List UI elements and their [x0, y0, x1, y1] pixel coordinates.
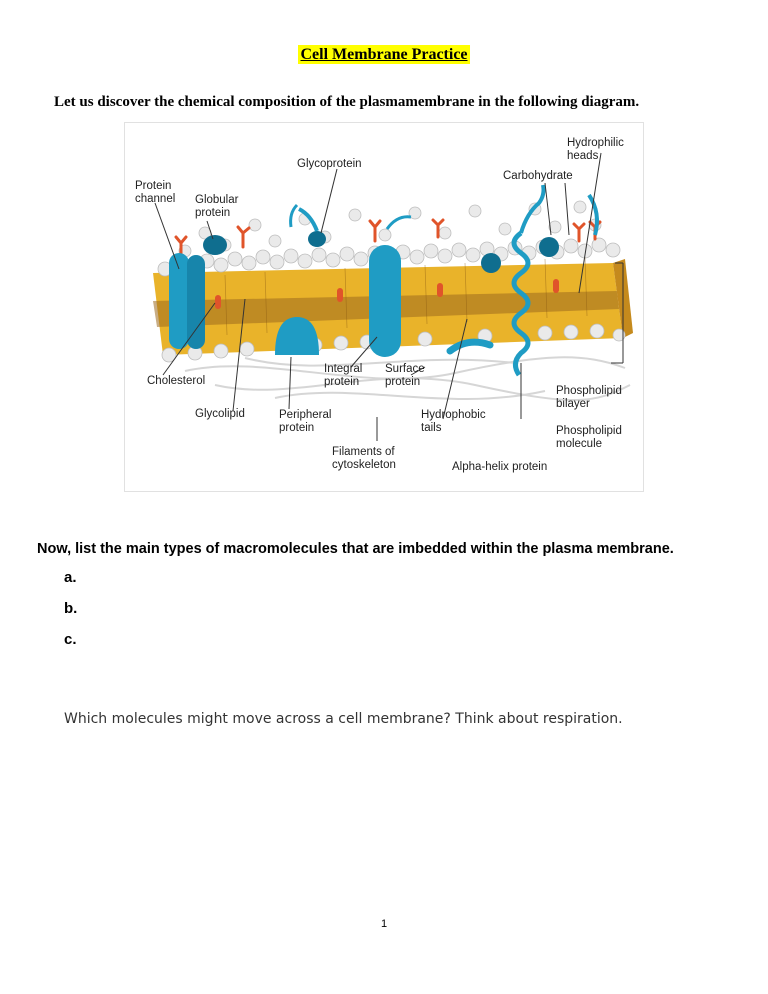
- label-protein-channel: Protein channel: [135, 180, 176, 205]
- cytoskeleton-filaments: [184, 356, 631, 402]
- label-leader-lines: [154, 152, 624, 441]
- label-cholesterol: Cholesterol: [147, 375, 206, 387]
- label-phospholipid-bilayer: Phospholipid bilayer: [556, 385, 622, 410]
- membrane-illustration: [153, 152, 633, 441]
- answer-label-a: a.: [64, 569, 77, 586]
- title-block: Cell Membrane Practice: [0, 45, 768, 64]
- label-carbohydrate: Carbohydrate: [503, 170, 573, 182]
- question-respiration: Which molecules might move across a cell…: [64, 711, 623, 727]
- label-phospholipid-molecule: Phospholipid molecule: [556, 425, 622, 450]
- label-hydrophobic-tails: Hydrophobic tails: [421, 409, 486, 434]
- answer-label-b: b.: [64, 600, 78, 617]
- label-integral-protein: Integral protein: [324, 363, 363, 388]
- label-surface-protein: Surface protein: [385, 363, 425, 388]
- glycolipid-shapes: [174, 218, 602, 257]
- answer-label-c: c.: [64, 631, 77, 648]
- label-glycolipid: Glycolipid: [195, 408, 245, 420]
- label-hydrophilic-heads: Hydrophilic heads: [567, 137, 624, 162]
- page-title: Cell Membrane Practice: [298, 45, 470, 64]
- label-filaments-of-cytoskeleton: Filaments of cytoskeleton: [332, 446, 396, 471]
- question-macromolecules: Now, list the main types of macromolecul…: [37, 541, 674, 557]
- cell-membrane-diagram: Hydrophilic heads Glycoprotein Carbohydr…: [124, 122, 644, 492]
- intro-text: Let us discover the chemical composition…: [54, 94, 640, 110]
- label-alpha-helix-protein: Alpha-helix protein: [452, 461, 548, 473]
- label-globular-protein: Globular protein: [195, 194, 239, 219]
- page-number: 1: [380, 918, 388, 930]
- label-glycoprotein: Glycoprotein: [297, 158, 362, 170]
- label-peripheral-protein: Peripheral protein: [279, 409, 332, 434]
- membrane-proteins: [169, 184, 599, 377]
- cholesterol-molecules: [215, 279, 559, 309]
